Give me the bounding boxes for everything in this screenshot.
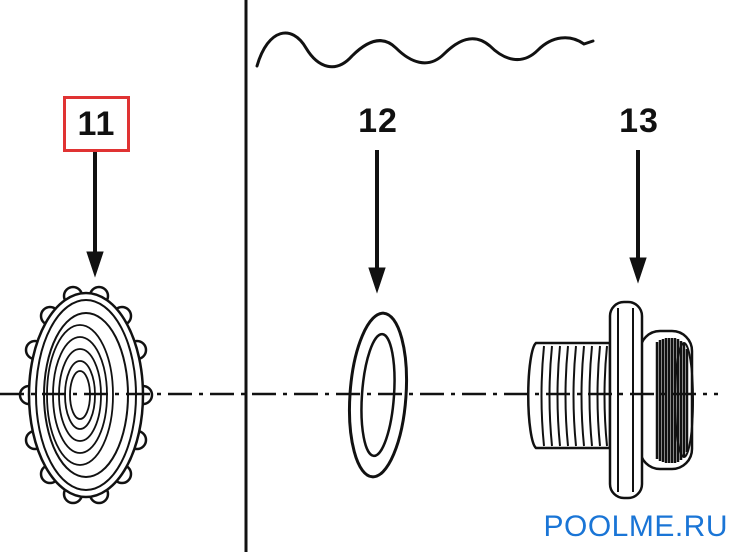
arrow-part-13: [629, 150, 647, 284]
break-squiggle: [255, 31, 595, 69]
arrow-part-12: [368, 150, 386, 294]
arrow-part-11: [86, 152, 104, 278]
pipe-threads: [540, 345, 608, 447]
threaded-connector-drawing: [526, 300, 694, 500]
part-label-12: 12: [352, 98, 404, 144]
pointer-arrows: [86, 150, 647, 294]
watermark: POOLME.RU: [543, 510, 728, 543]
part-label-13: 13: [613, 98, 665, 144]
part-label-11-highlighted: 11: [63, 96, 130, 152]
